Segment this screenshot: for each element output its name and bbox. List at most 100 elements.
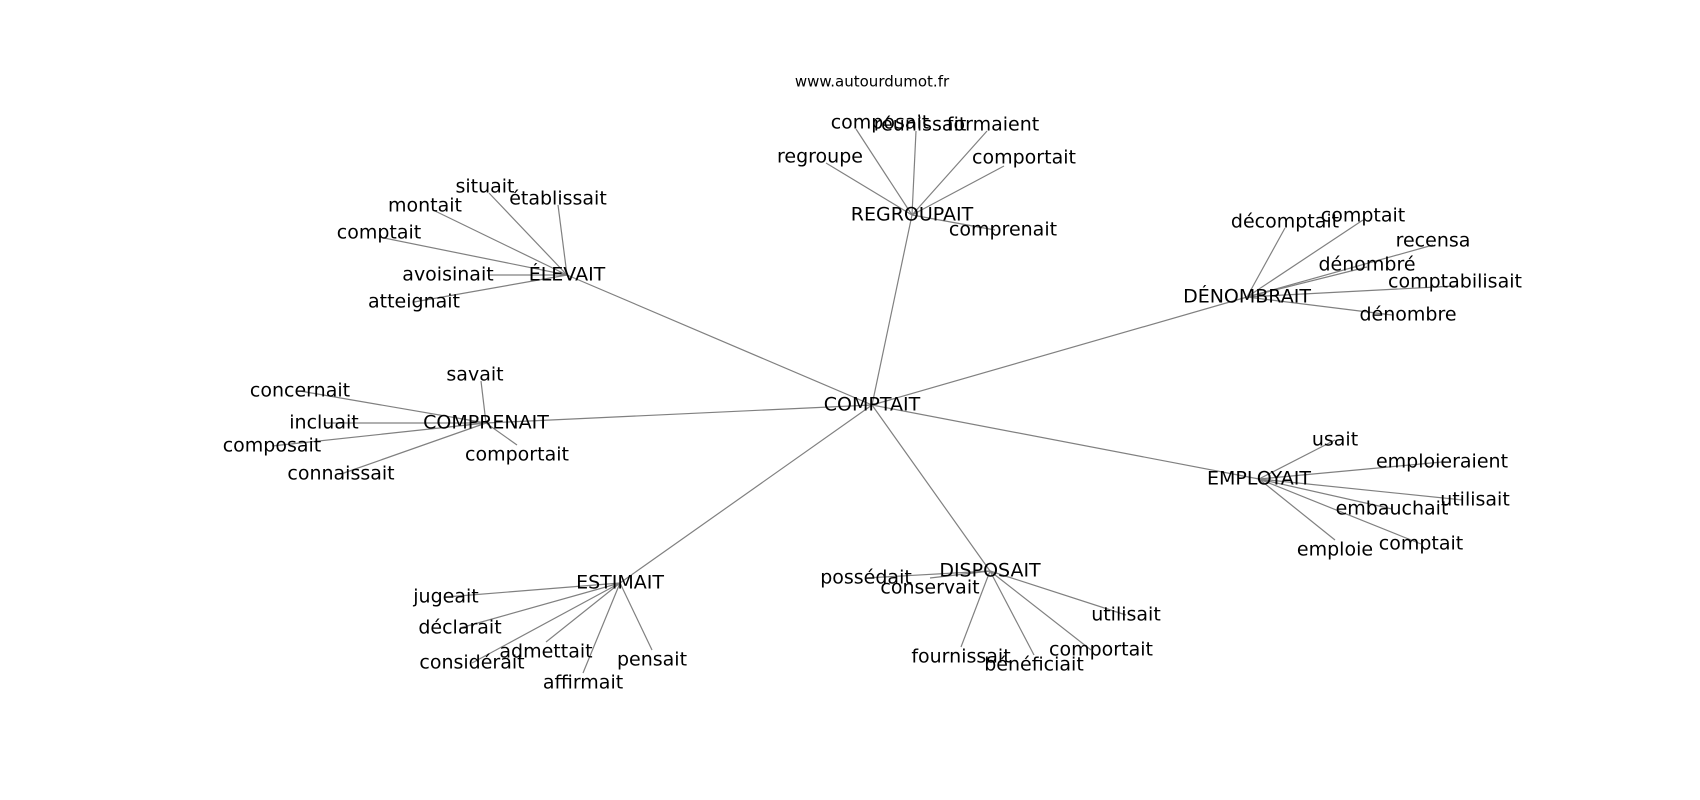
leaf-node-regroupait-2: formaient	[947, 114, 1039, 136]
hub-node-regroupait: REGROUPAIT	[851, 204, 974, 226]
leaf-node-elevait-0: situait	[455, 176, 514, 198]
leaf-node-denombrait-1: comptait	[1321, 205, 1405, 227]
hub-node-denombrait: DÉNOMBRAIT	[1183, 285, 1311, 308]
leaf-node-denombrait-0: décomptait	[1231, 211, 1339, 233]
edge-disposait-3	[989, 570, 1092, 651]
leaf-node-comprenait-2: incluait	[289, 412, 358, 434]
edge-center-elevait	[566, 274, 873, 406]
edge-comprenait-1	[299, 390, 487, 424]
center-node: COMPTAIT	[824, 394, 921, 416]
edge-estimait-0	[445, 582, 621, 598]
hub-node-estimait: ESTIMAIT	[576, 572, 664, 594]
leaf-node-disposait-3: comportait	[1049, 639, 1153, 661]
leaf-node-employait-2: utilisait	[1440, 489, 1510, 511]
leaf-node-disposait-4: fournissait	[911, 646, 1010, 668]
edge-comprenait-4	[340, 422, 487, 475]
edge-employait-5	[1258, 478, 1336, 541]
edge-elevait-0	[488, 192, 568, 276]
edge-denombrait-3	[1246, 266, 1368, 298]
edge-disposait-2	[989, 570, 1127, 616]
edge-denombrait-2	[1246, 244, 1434, 298]
edge-comprenait-3	[271, 422, 487, 447]
leaf-node-denombrait-5: dénombre	[1359, 304, 1456, 326]
edge-disposait-4	[960, 570, 991, 648]
leaf-node-comprenait-3: composait	[223, 435, 322, 457]
edge-denombrait-1	[1246, 219, 1364, 298]
hub-node-comprenait: COMPRENAIT	[423, 412, 549, 434]
leaf-node-estimait-1: déclarait	[418, 617, 501, 639]
leaf-node-estimait-3: considérait	[419, 652, 524, 674]
edge-elevait-5	[413, 274, 568, 303]
leaf-node-employait-1: emploieraient	[1376, 451, 1508, 473]
leaf-node-employait-3: embauchait	[1336, 498, 1449, 520]
leaf-node-estimait-5: affirmait	[543, 672, 623, 694]
leaf-node-regroupait-0: composait	[831, 112, 930, 134]
edge-estimait-3	[471, 582, 621, 664]
edge-employait-2	[1258, 478, 1464, 501]
edge-center-estimait	[619, 404, 873, 584]
hub-node-elevait: ÉLEVAIT	[529, 263, 606, 286]
leaf-node-regroupait-3: regroupe	[777, 146, 863, 168]
leaf-node-disposait-2: utilisait	[1091, 604, 1161, 626]
edge-regroupait-5	[911, 214, 996, 231]
leaf-node-elevait-5: atteignait	[368, 291, 460, 313]
edge-employait-4	[1258, 478, 1422, 545]
leaf-node-estimait-2: admettait	[499, 641, 592, 663]
edge-center-denombrait	[871, 296, 1248, 406]
leaf-node-comprenait-4: connaissait	[287, 463, 394, 485]
edge-estimait-1	[459, 582, 621, 629]
edge-comprenait-5	[485, 422, 518, 446]
edge-disposait-0	[865, 570, 991, 579]
leaf-node-employait-0: usait	[1312, 429, 1358, 451]
leaf-node-disposait-1: conservait	[880, 577, 979, 599]
leaf-node-denombrait-3: dénombré	[1318, 254, 1415, 276]
edge-estimait-4	[619, 582, 653, 651]
edge-comprenait-0	[480, 380, 487, 424]
leaf-node-disposait-0: possédait	[820, 567, 912, 589]
leaf-node-estimait-0: jugeait	[412, 586, 478, 608]
edge-disposait-1	[929, 570, 991, 579]
edge-denombrait-0	[1246, 227, 1286, 298]
edge-regroupait-1	[911, 130, 917, 216]
leaf-node-regroupait-5: comprenait	[949, 219, 1057, 241]
edge-elevait-2	[432, 209, 568, 276]
edge-disposait-5	[989, 570, 1035, 656]
edge-denombrait-5	[1246, 296, 1393, 316]
edge-center-employait	[871, 404, 1260, 480]
leaf-node-denombrait-4: comptabilisait	[1388, 271, 1522, 293]
edge-regroupait-4	[911, 165, 1005, 216]
leaf-node-employait-5: emploie	[1297, 539, 1373, 561]
edge-elevait-3	[378, 236, 568, 276]
leaf-node-regroupait-4: comportait	[972, 147, 1076, 169]
leaf-node-denombrait-2: recensa	[1396, 230, 1471, 252]
leaf-node-regroupait-1: réunissait	[874, 114, 967, 136]
hub-node-employait: EMPLOYAIT	[1207, 468, 1311, 490]
edge-employait-0	[1258, 439, 1336, 480]
leaf-node-employait-4: comptait	[1379, 533, 1463, 555]
edge-regroupait-2	[911, 130, 988, 216]
edge-regroupait-3	[825, 162, 913, 216]
leaf-node-comprenait-5: comportait	[465, 444, 569, 466]
leaf-node-comprenait-1: concernait	[250, 380, 350, 402]
edge-denombrait-4	[1246, 285, 1456, 298]
edge-estimait-2	[545, 582, 621, 643]
edge-employait-1	[1258, 461, 1443, 480]
labels: COMPTAITREGROUPAITcomposaitréunissaitfor…	[223, 112, 1522, 694]
edge-elevait-1	[557, 204, 568, 276]
leaf-node-comprenait-0: savait	[446, 364, 503, 386]
leaf-node-elevait-1: établissait	[509, 188, 607, 210]
edge-estimait-5	[582, 582, 621, 674]
edge-center-regroupait	[871, 214, 913, 406]
edge-center-comprenait	[485, 404, 873, 424]
watermark: www.autourdumot.fr	[795, 73, 950, 91]
leaf-node-elevait-4: avoisinait	[402, 264, 493, 286]
edge-employait-3	[1258, 478, 1393, 510]
edges	[271, 128, 1464, 674]
edge-regroupait-0	[855, 128, 913, 216]
leaf-node-disposait-5: bénéficiait	[984, 654, 1084, 676]
leaf-node-elevait-3: comptait	[337, 222, 421, 244]
edge-center-disposait	[871, 404, 991, 572]
hub-node-disposait: DISPOSAIT	[939, 560, 1041, 582]
leaf-node-estimait-4: pensait	[617, 649, 687, 671]
